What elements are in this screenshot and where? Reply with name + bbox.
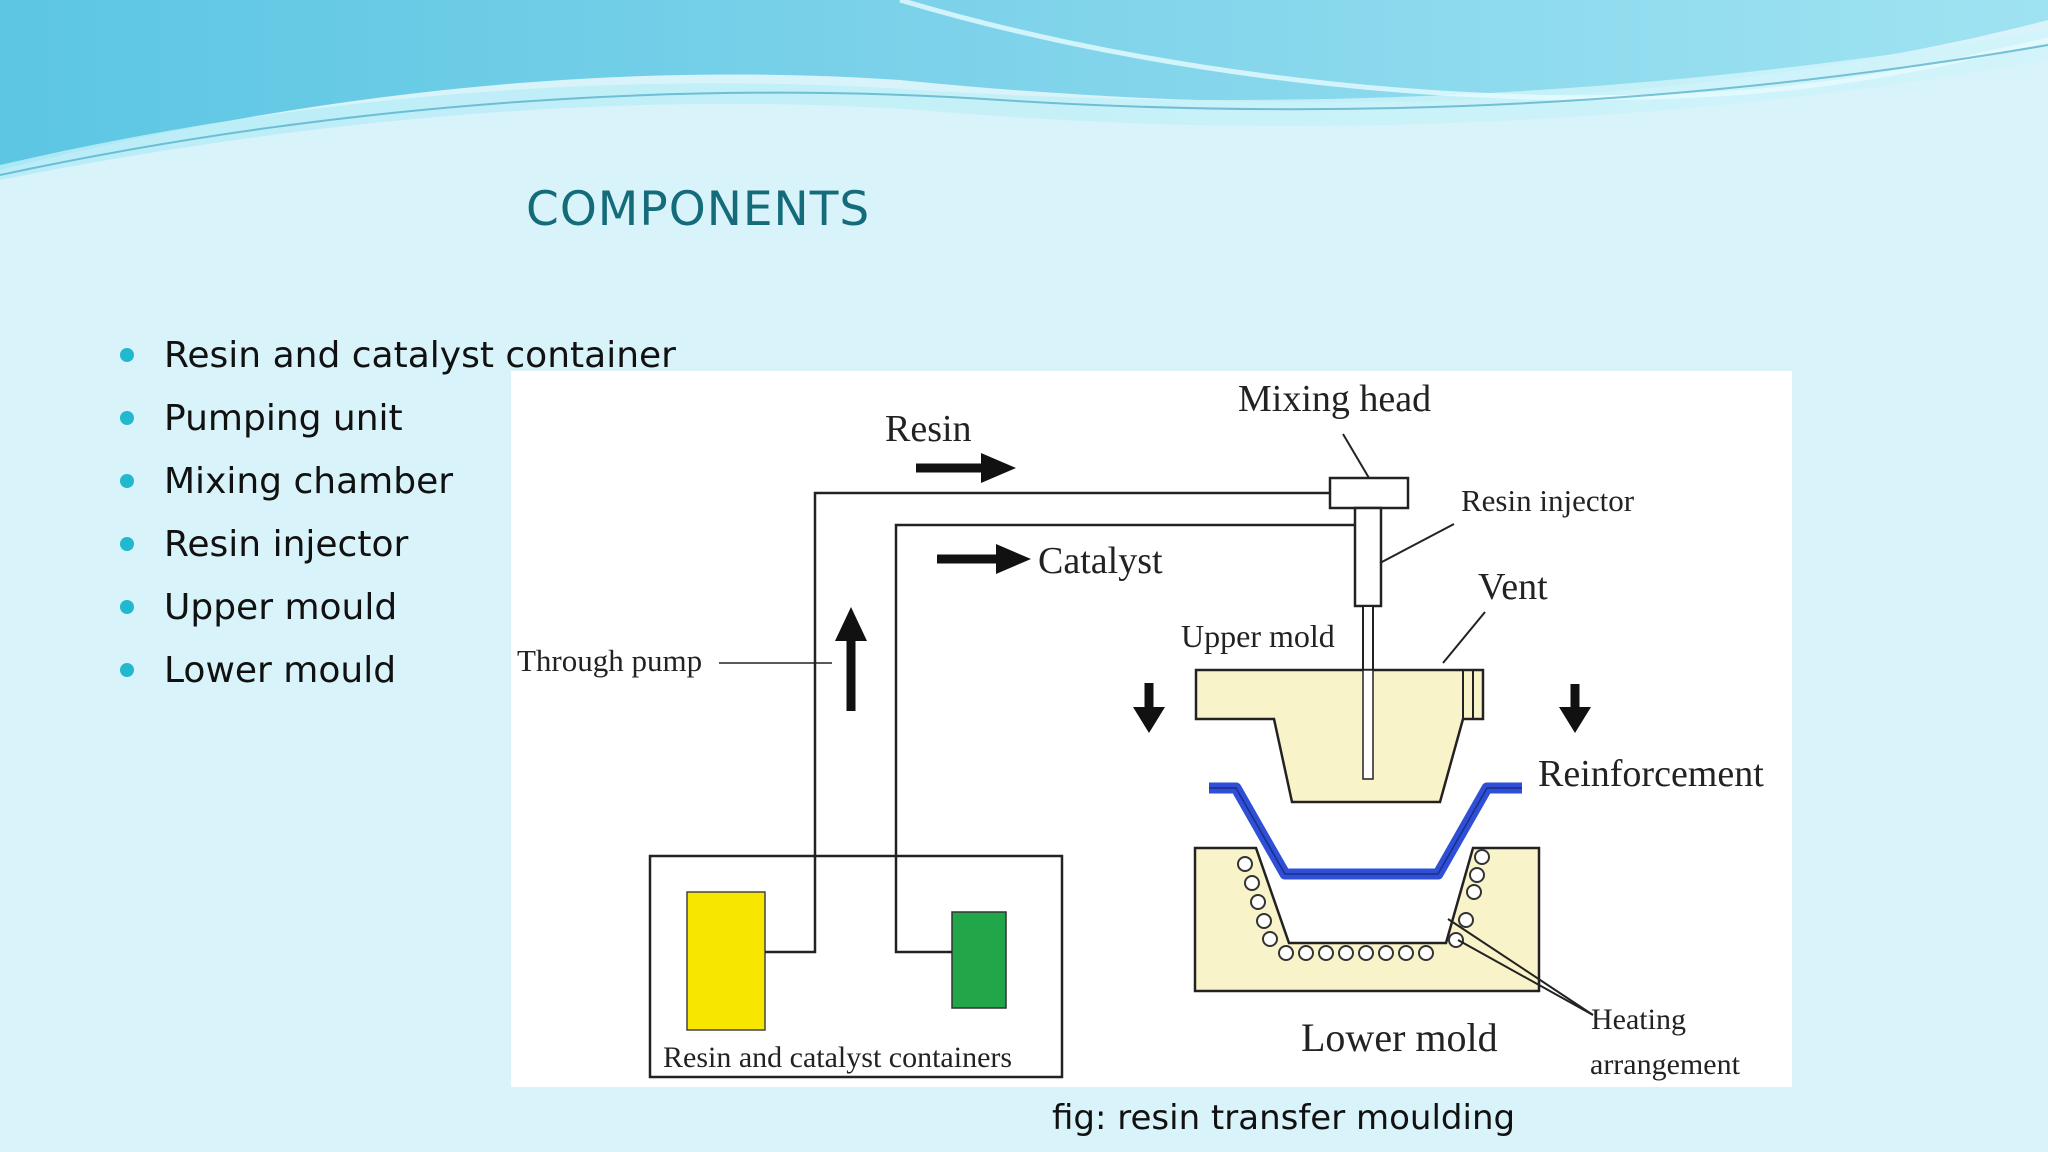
list-item: Pumping unit [120,393,676,456]
component-list: Resin and catalyst container Pumping uni… [120,330,676,708]
list-item-text: Lower mould [164,650,397,691]
slide-title: COMPONENTS [526,182,871,237]
figure-caption: fig: resin transfer moulding [1052,1098,1516,1138]
catalyst-arrow [937,544,1031,574]
upper-mold [1194,668,1485,804]
list-item-text: Pumping unit [164,398,403,439]
vent-label: Vent [1478,566,1548,608]
down-arrow-right [1559,684,1591,733]
mixing-head-leader [1342,433,1370,479]
mixing-head-label: Mixing head [1238,378,1431,420]
reinforcement-label: Reinforcement [1538,753,1764,795]
list-item: Lower mould [120,645,676,708]
catalyst-label: Catalyst [1038,540,1163,582]
list-item: Resin and catalyst container [120,330,676,393]
containers-label: Resin and catalyst containers [663,1041,1012,1074]
pump-arrow [835,607,867,711]
heating-label-line1: Heating [1591,1003,1686,1036]
list-item: Mixing chamber [120,456,676,519]
resin-injector [1353,506,1383,608]
heating-leader-2 [1457,939,1594,1016]
header-waves [0,0,2048,180]
bullet-icon [120,600,134,614]
catalyst-line [894,523,1355,954]
bullet-icon [120,537,134,551]
heating-elements [1237,849,1490,961]
down-arrow-left [1133,683,1165,733]
resin-line [765,491,1330,954]
resin-arrow [916,453,1016,483]
resin-label: Resin [885,408,972,450]
rtm-diagram-svg: Resin and catalyst containers Resin Cata… [517,378,1764,1081]
bullet-icon [120,663,134,677]
upper-mold-label: Upper mold [1181,618,1335,654]
lower-mold-label: Lower mold [1301,1015,1498,1060]
list-item: Resin injector [120,519,676,582]
list-item-text: Resin injector [164,524,409,565]
list-item-text: Upper mould [164,587,398,628]
catalyst-container [951,911,1007,1009]
resin-injector-label: Resin injector [1461,483,1635,518]
bullet-icon [120,411,134,425]
mixing-head [1328,476,1410,510]
through-pump-label: Through pump [517,643,702,678]
heating-label-line2: arrangement [1590,1048,1741,1081]
bullet-icon [120,348,134,362]
list-item-text: Resin and catalyst container [164,335,676,376]
bullet-icon [120,474,134,488]
list-item-text: Mixing chamber [164,461,454,502]
resin-container [686,891,766,1031]
heating-leader-1 [1447,918,1594,1016]
injector-through-mold [1362,669,1374,780]
list-item: Upper mould [120,582,676,645]
rtm-diagram: Resin and catalyst containers Resin Cata… [511,371,1792,1087]
containers-box [648,854,1064,1079]
vent-leader [1442,611,1486,664]
resin-injector-leader [1379,523,1455,564]
